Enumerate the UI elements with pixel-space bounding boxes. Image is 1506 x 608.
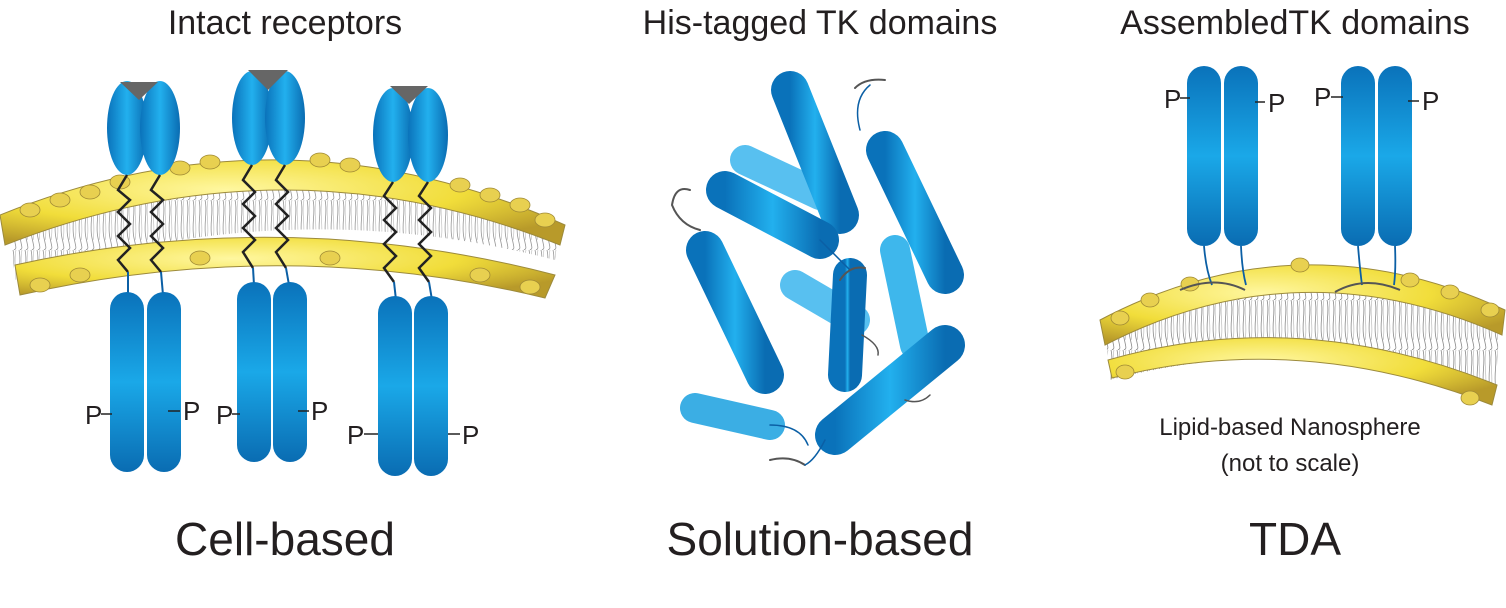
panel-title-cell-based: Intact receptors (167, 4, 403, 42)
svg-text:P: P (347, 420, 364, 450)
svg-text:P: P (311, 396, 328, 426)
svg-text:P: P (183, 396, 200, 426)
svg-text:P: P (1164, 84, 1181, 114)
svg-text:P: P (85, 400, 102, 430)
caption-cell-based: Cell-based (175, 513, 395, 565)
receptor-dimer (107, 81, 181, 472)
nanosphere (1099, 257, 1506, 406)
svg-text:P: P (1422, 86, 1439, 116)
svg-text:P: P (1314, 82, 1331, 112)
ligand-icon (390, 86, 428, 104)
caption-solution-based: Solution-based (666, 513, 974, 565)
receptor-dimer (373, 86, 448, 476)
cell-membrane (0, 152, 566, 299)
assembled-tk-dimer (1334, 66, 1412, 293)
nanosphere-note-line1: Lipid-based Nanosphere (1159, 414, 1421, 441)
svg-text:P: P (1268, 88, 1285, 118)
panel-title-solution-based: His-tagged TK domains (642, 4, 998, 42)
ligand-icon (120, 82, 158, 100)
nanosphere-note-line2: (not to scale) (1220, 450, 1360, 477)
phospho-labels-tda: P P P P (1164, 82, 1439, 118)
phospho-labels-cell: P P P P P P (85, 396, 479, 450)
his-tagged-domains (670, 71, 965, 466)
panel-title-tda: AssembledTK domains (1120, 4, 1470, 42)
ligand-icon (248, 70, 288, 90)
caption-tda: TDA (1249, 513, 1341, 565)
receptor-dimer (232, 70, 307, 462)
svg-text:P: P (216, 400, 233, 430)
assembled-tk-dimer (1179, 66, 1258, 291)
svg-text:P: P (462, 420, 479, 450)
